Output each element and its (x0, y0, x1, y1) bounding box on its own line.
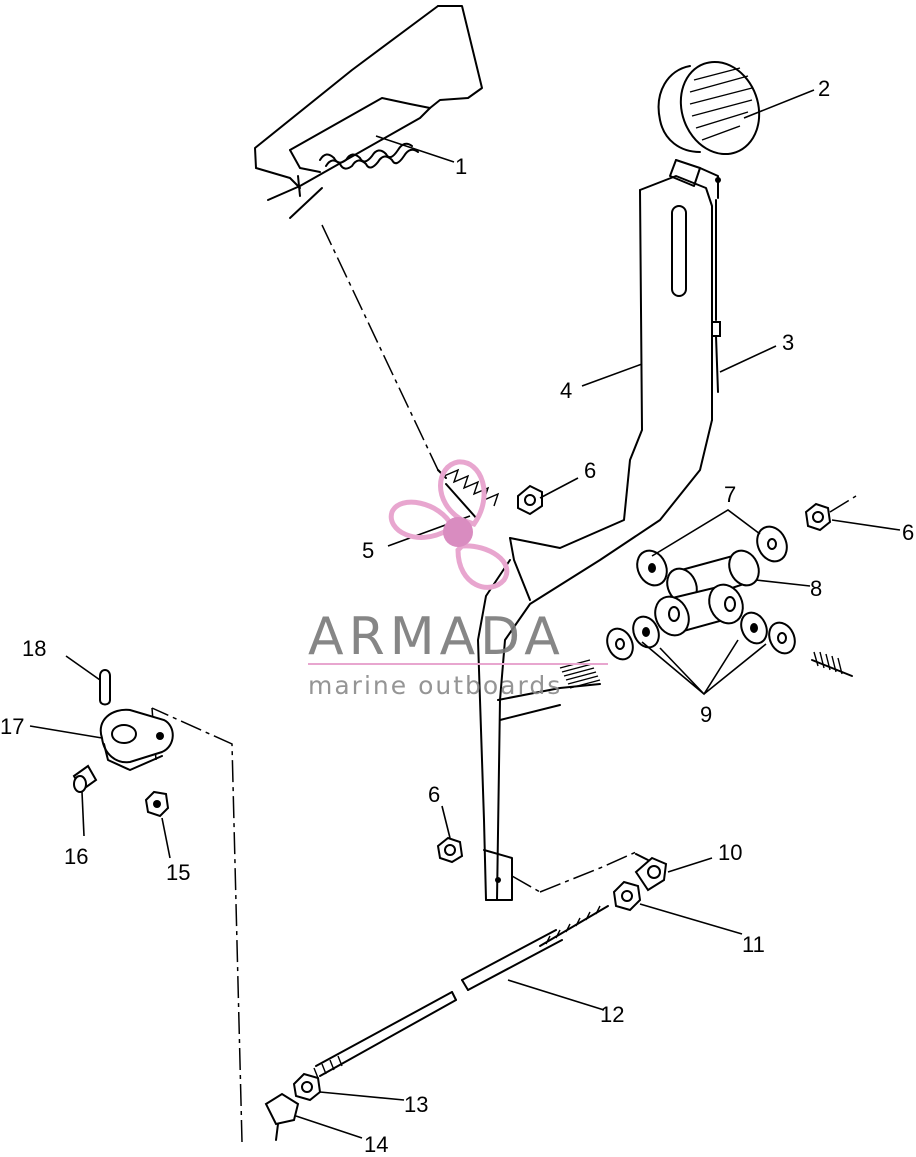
nut-part-6-right (804, 495, 857, 532)
jam-nut-part-11 (612, 880, 642, 912)
callout-14: 14 (364, 1132, 388, 1157)
pin-part-3 (711, 199, 721, 393)
callout-6-upper: 6 (584, 458, 596, 483)
callout-4: 4 (560, 378, 572, 403)
floor-panel-part-1 (254, 5, 483, 219)
nut-part-6-lower (436, 836, 464, 864)
rod-end-part-14 (264, 1092, 300, 1141)
callout-labels: 1 2 3 4 5 6 6 6 7 8 9 10 11 12 13 14 15 … (0, 76, 914, 1157)
callout-7: 7 (724, 482, 736, 507)
bushing-part-8 (654, 549, 760, 637)
callout-2: 2 (818, 76, 830, 101)
logo-blade-left (388, 499, 456, 540)
rod-end-part-10 (634, 853, 668, 892)
callout-1: 1 (455, 154, 467, 179)
bushing-part-16 (72, 764, 98, 793)
bracket-alignment-line (151, 707, 243, 1143)
leader-lines (29, 89, 901, 1139)
pedal-pad-part-2 (657, 60, 761, 156)
washer-set-part-9 (606, 611, 853, 677)
washer-part-7-left (636, 549, 668, 587)
callout-6-right: 6 (902, 520, 914, 545)
spring-alignment-line (321, 224, 439, 471)
bracket-part-17 (99, 708, 174, 771)
clevis-pin-part-18 (99, 669, 111, 706)
nut-part-6-upper (517, 484, 543, 516)
callout-12: 12 (600, 1002, 624, 1027)
jam-nut-part-13 (292, 1072, 322, 1102)
nut-part-15 (144, 790, 170, 818)
logo-blade-bottom (455, 543, 510, 590)
callout-13: 13 (404, 1092, 428, 1117)
callout-8: 8 (810, 576, 822, 601)
callout-6-lower: 6 (428, 782, 440, 807)
brake-rod-part-12 (313, 905, 609, 1079)
logo-blade-top (438, 459, 487, 527)
watermark-tagline: marine outboards (308, 671, 562, 700)
callout-10: 10 (718, 840, 742, 865)
callout-16: 16 (64, 844, 88, 869)
propeller-logo-icon (388, 459, 510, 590)
washer-part-7-right (756, 525, 788, 563)
callout-3: 3 (782, 330, 794, 355)
callout-15: 15 (166, 860, 190, 885)
armada-watermark: ARMADA marine outboards (308, 459, 608, 700)
callout-9: 9 (700, 702, 712, 727)
rod-alignment-line (539, 851, 637, 893)
callout-18: 18 (22, 636, 46, 661)
return-spring-part-5 (437, 468, 500, 521)
callout-5: 5 (362, 538, 374, 563)
watermark-brand: ARMADA (308, 607, 565, 667)
lever-link-line (511, 875, 541, 893)
logo-hub (443, 517, 473, 547)
callout-17: 17 (0, 714, 24, 739)
brake-lever-part-4 (477, 159, 721, 901)
callout-11: 11 (742, 932, 765, 957)
